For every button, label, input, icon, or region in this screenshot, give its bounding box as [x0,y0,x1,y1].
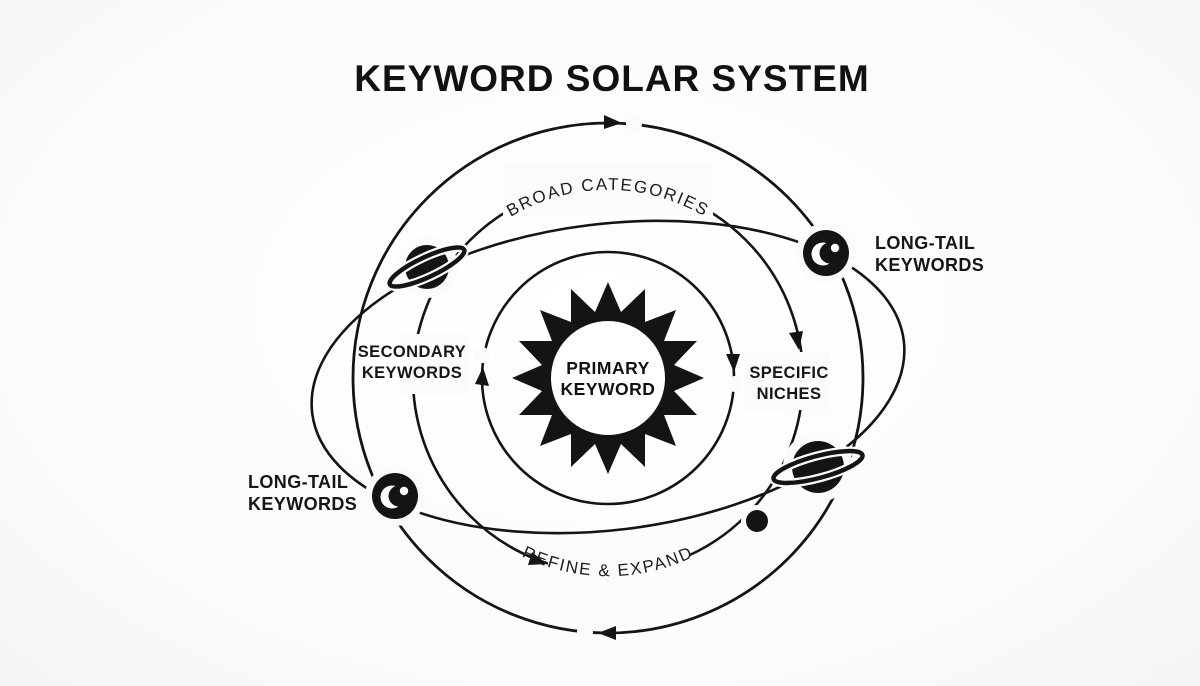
specific-niches-label-line1: SPECIFIC [749,364,828,382]
gap-left-text [400,334,470,394]
gap-arrow-inner-left [474,347,490,363]
gap-right-text [745,352,830,410]
arrow-specific-niches-icon [789,331,803,350]
moon-bottom-left-icon [365,466,425,526]
arrow-refine-expand-icon [528,552,547,565]
primary-keyword-label-line1: PRIMARY [566,358,650,378]
gap-arrow-top [626,116,642,132]
gap-arrow-bottom [577,624,593,640]
gap-bottom-text [548,545,690,593]
gap-top-text [503,164,713,216]
longtail-keywords-bottom-left-label-line1: LONG-TAIL [248,472,348,492]
moon-top-right-icon [796,223,856,283]
secondary-keywords-label-line1: SECONDARY [358,343,466,361]
arrow-clockwise-bottom-icon [598,626,616,640]
longtail-keywords-top-right-label-line2: KEYWORDS [875,255,984,275]
diagram-title: KEYWORD SOLAR SYSTEM [354,58,869,99]
arrow-inner-left-up-icon [475,367,489,386]
sun-icon [512,282,704,474]
small-planet-icon [741,505,773,537]
specific-niches-label-line2: NICHES [757,385,822,403]
longtail-keywords-top-right-label-line1: LONG-TAIL [875,233,975,253]
longtail-keywords-bottom-left-label-line2: KEYWORDS [248,494,357,514]
saturn-planet-bottom-right-icon [768,432,868,502]
secondary-keywords-label-line2: KEYWORDS [362,364,462,382]
gap-arrow-inner-right [727,376,743,392]
arrow-inner-right-down-icon [726,354,740,372]
primary-keyword-label-line2: KEYWORD [561,379,656,399]
gap-arrow-right-mid [793,354,809,370]
saturn-planet-top-left-icon [385,236,469,298]
longtail-orbit-ellipse [310,219,906,535]
arrow-clockwise-top-icon [604,115,622,129]
